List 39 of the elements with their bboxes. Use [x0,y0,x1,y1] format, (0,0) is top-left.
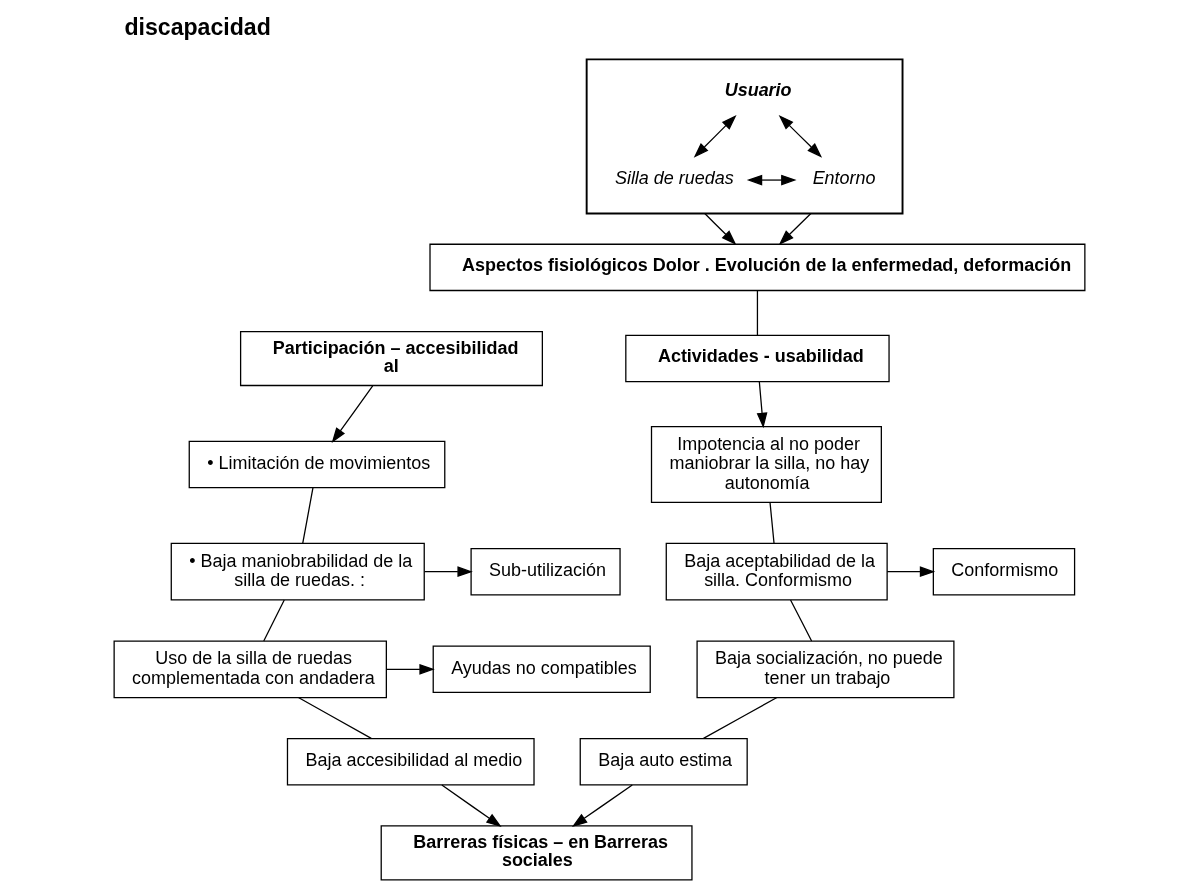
node-box: • Baja maniobrabilidad de la silla de ruedas. : [170,542,425,601]
node-box: Aspectos fisiológicos Dolor . Evolución de la enfermedad, deformación [428,243,1085,292]
node-box: Ayudas no compatibles [432,645,651,694]
node-box: Baja auto estima [579,738,748,786]
arrow [571,784,633,827]
arrow [746,174,797,186]
node-box: Sub-utilización [469,547,621,596]
connector [789,599,812,642]
node-box: • Limitación de movimientos [188,440,445,489]
cluster [585,58,903,215]
connector [297,696,372,739]
node-box: Participación – accesibilidad al [239,330,543,387]
connector [301,487,314,545]
connector [768,501,775,544]
node-box: Uso de la silla de ruedas complementada con andadera [113,640,387,699]
arrow [703,212,736,246]
arrow [423,566,473,578]
node-text: Silla de ruedas [614,167,734,188]
connector [702,696,778,739]
node-text: Entorno [812,167,876,188]
node-box: Actividades - usabilidad [624,334,890,383]
node-box: Barreras físicas – en Barreras sociales [380,825,693,881]
node-box: Baja socialización, no puede tener un trabajo [695,640,955,699]
node-text: Usuario [724,80,792,101]
diagram-title: discapacidad [123,14,271,41]
node-box: Conformismo [932,547,1075,596]
arrow [778,212,811,246]
arrow [331,385,373,443]
arrow [385,663,435,675]
connector [262,599,285,642]
arrow [756,381,767,429]
node-box: Baja aceptabilidad de la silla. Conformismo [665,542,888,601]
node-box: Impotencia al no poder maniobrar la silla, no hay autonomía [650,425,882,503]
connector [756,289,758,336]
arrow [778,114,822,158]
node-box: Baja accesibilidad al medio [286,738,535,786]
arrow [440,784,502,827]
arrow [886,566,935,578]
arrow [693,114,737,158]
